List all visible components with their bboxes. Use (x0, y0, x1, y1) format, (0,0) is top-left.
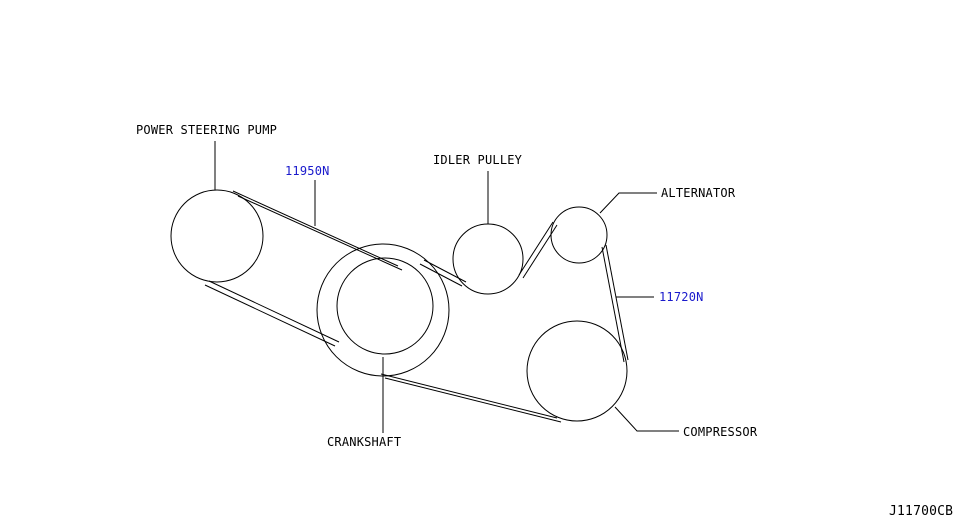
label-crankshaft: CRANKSHAFT (327, 435, 402, 449)
label-compressor: COMPRESSOR (683, 425, 758, 439)
leader-alternator (599, 192, 657, 214)
accessory-belt (380, 221, 629, 423)
crankshaft-inner-pulley (336, 257, 434, 355)
label-alternator: ALTERNATOR (661, 186, 736, 200)
part-number-11720n: 11720N (659, 290, 704, 304)
figure-code: J11700CB (889, 504, 954, 519)
power-steering-belt (204, 190, 403, 347)
alternator-pulley (550, 206, 608, 264)
label-idler-pulley: IDLER PULLEY (433, 153, 523, 167)
idler-pulley (452, 223, 524, 295)
part-number-11950n: 11950N (285, 164, 330, 178)
label-power-steering-pump: POWER STEERING PUMP (136, 123, 278, 137)
leader-compressor (614, 406, 679, 432)
compressor-pulley (526, 320, 628, 422)
power-steering-pulley (170, 189, 264, 283)
